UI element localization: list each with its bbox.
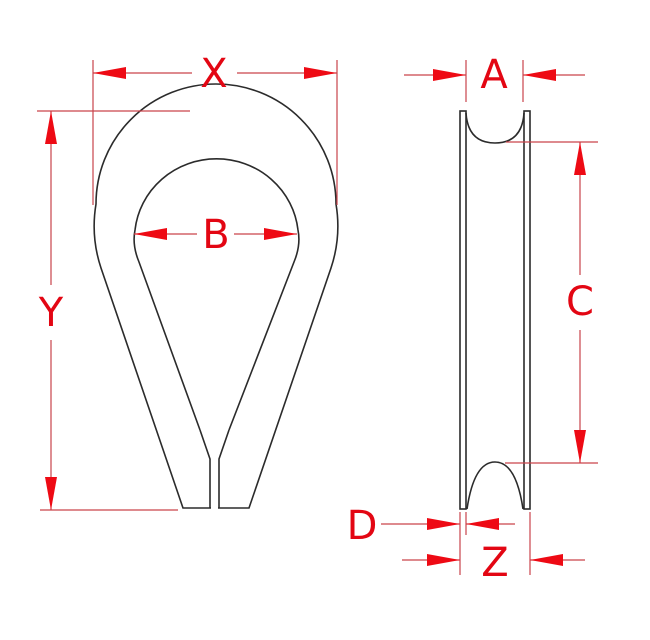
label-a: A: [480, 52, 508, 98]
thimble-slot: [218, 429, 230, 508]
a-arrow-left-icon: [433, 69, 466, 81]
d-arrow-left-icon: [427, 518, 460, 530]
thimble-slot: [199, 429, 211, 508]
c-arrow-bottom-icon: [574, 430, 586, 463]
side-right-flange: [523, 110, 531, 510]
front-view: X Y B: [37, 51, 339, 511]
z-arrow-right-icon: [530, 554, 563, 566]
thimble-inner-outline: [133, 158, 300, 431]
label-x: X: [200, 51, 227, 97]
thimble-outer-outline: [93, 83, 339, 509]
label-c: C: [566, 279, 594, 325]
top-groove: [465, 112, 525, 144]
b-arrow-left-icon: [134, 228, 167, 240]
label-y: Y: [38, 290, 64, 336]
label-b: B: [202, 212, 229, 258]
side-view: A C D Z: [347, 52, 598, 586]
a-arrow-right-icon: [523, 69, 556, 81]
x-arrow-right-icon: [304, 67, 337, 79]
y-arrow-bottom-icon: [45, 477, 57, 510]
z-arrow-left-icon: [427, 554, 460, 566]
x-arrow-left-icon: [93, 67, 126, 79]
label-z: Z: [481, 540, 508, 586]
slot-gap: [211, 505, 218, 511]
bottom-groove: [466, 461, 524, 510]
label-d: D: [347, 503, 378, 549]
b-arrow-right-icon: [264, 228, 297, 240]
side-left-flange: [459, 110, 467, 510]
c-arrow-top-icon: [574, 142, 586, 175]
d-arrow-right-icon: [466, 518, 499, 530]
y-arrow-top-icon: [45, 111, 57, 144]
